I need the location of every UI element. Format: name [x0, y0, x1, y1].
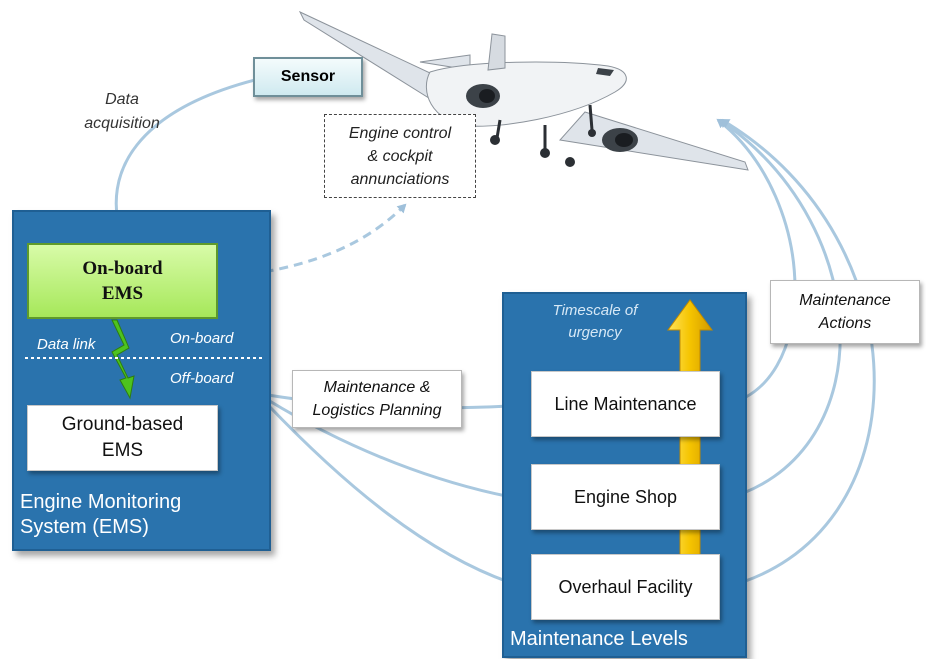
line-maintenance-box: Line Maintenance: [531, 371, 720, 437]
data-link-label: Data link: [37, 336, 96, 353]
engine-control-box: Engine control & cockpit annunciations: [324, 114, 476, 198]
sensor-label: Sensor: [280, 68, 336, 85]
onboard-ems-box: On-board EMS: [27, 243, 218, 319]
action-arc-overhaul: [720, 118, 876, 590]
data-acquisition-label: Data acquisition: [84, 91, 160, 132]
overhaul-facility-box: Overhaul Facility: [531, 554, 720, 620]
maintenance-planning-box: Maintenance & Logistics Planning: [292, 370, 462, 428]
engine-shop-box: Engine Shop: [531, 464, 720, 530]
maintenance-levels-title: Maintenance Levels: [510, 628, 688, 650]
ems-panel-title: Engine Monitoring System (EMS): [20, 491, 182, 538]
timescale-label: Timescale of urgency: [552, 302, 638, 341]
maintenance-actions-box: Maintenance Actions: [770, 280, 920, 344]
offboard-label: Off-board: [170, 370, 234, 387]
sensor-box: Sensor: [253, 57, 363, 97]
onboard-label: On-board: [170, 330, 234, 347]
planning-to-overhaul-arrow: [266, 403, 529, 591]
ground-based-ems-box: Ground-based EMS: [27, 405, 218, 471]
engine-control-arrow: [219, 203, 407, 280]
